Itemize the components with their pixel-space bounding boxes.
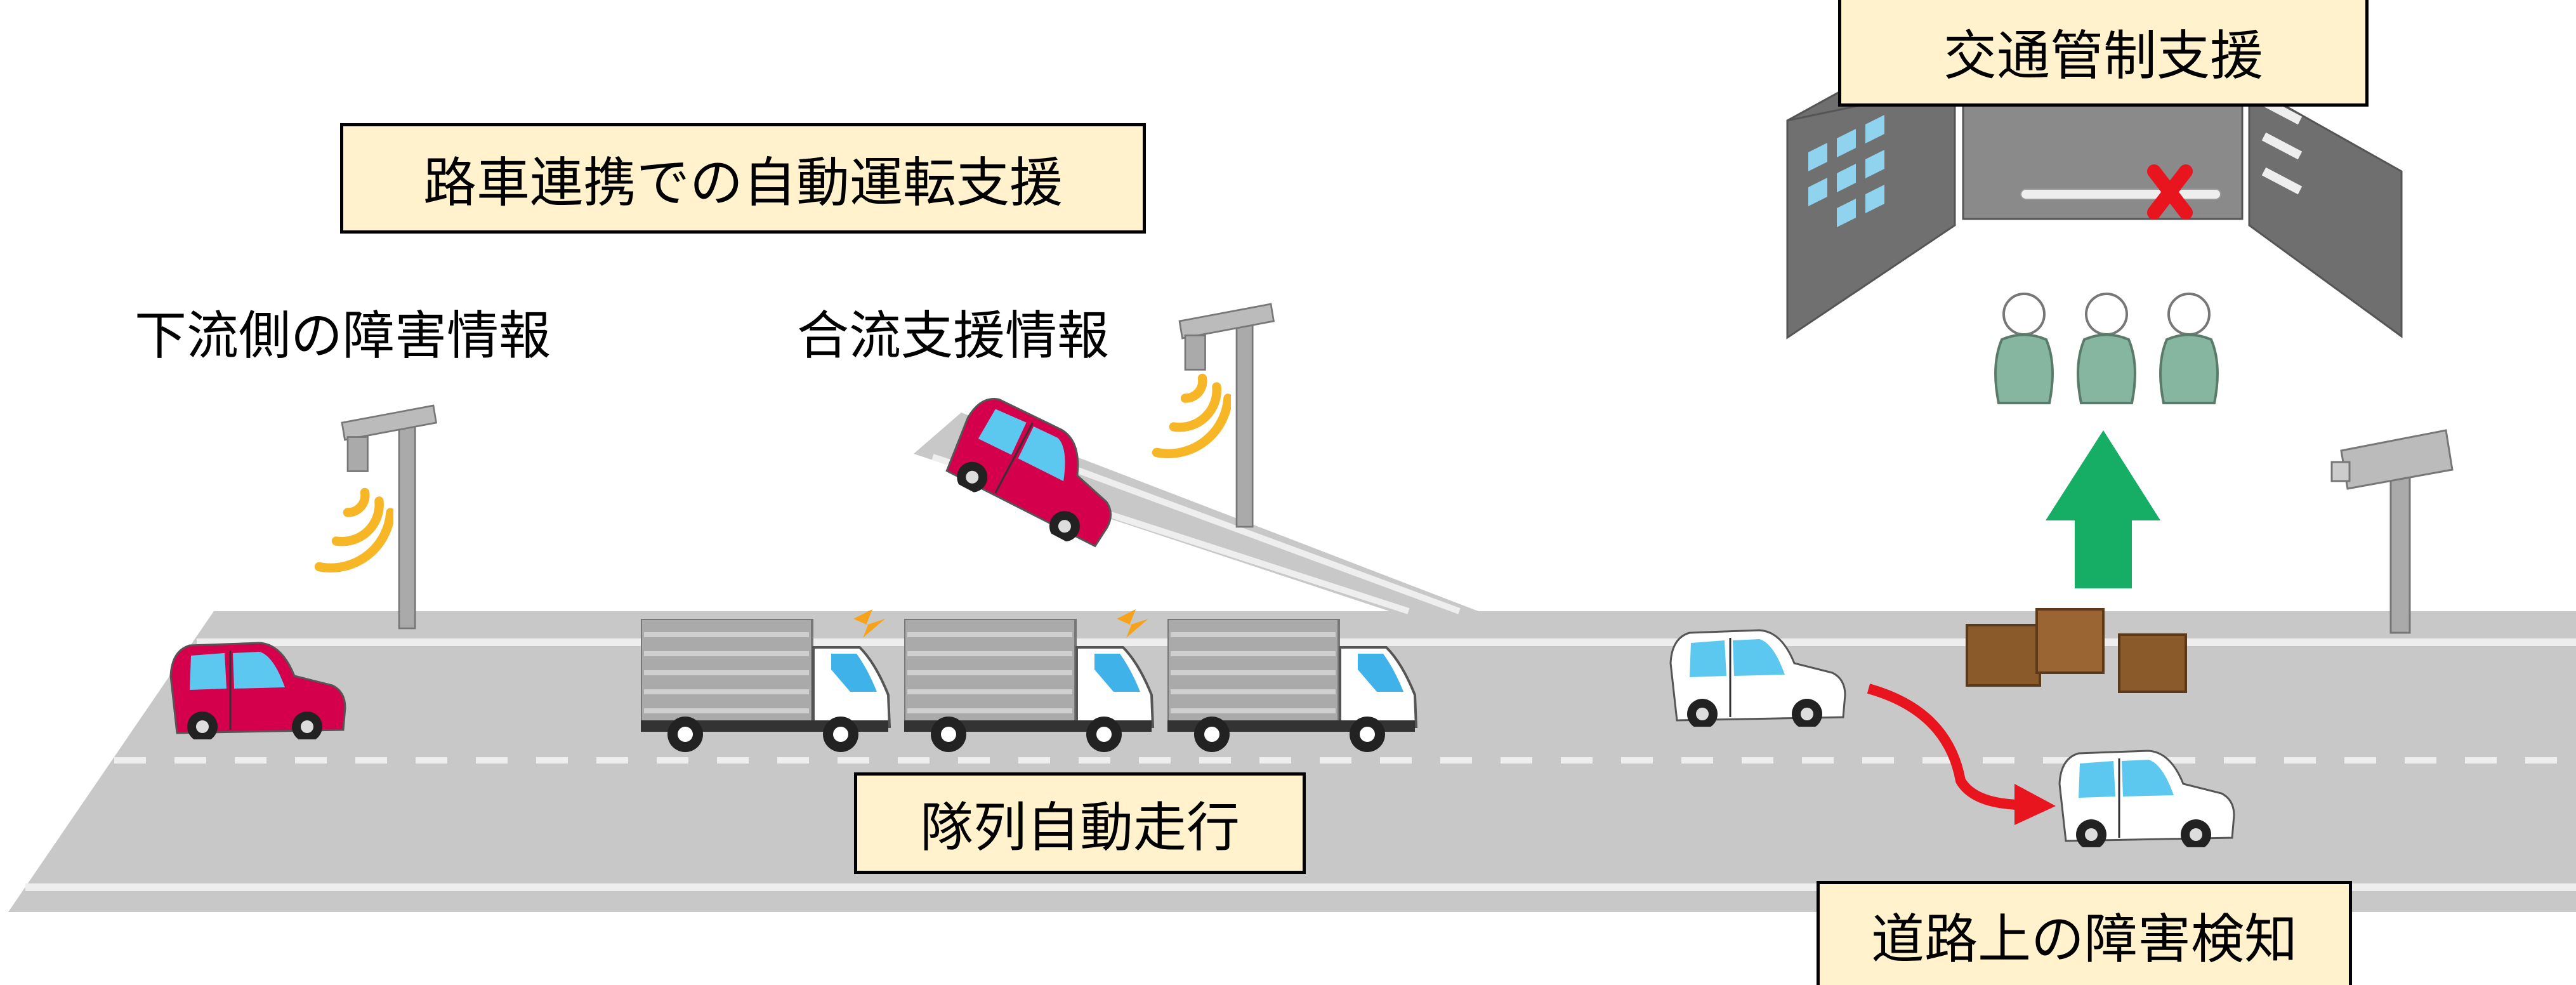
- upward-arrow-icon: [2046, 430, 2160, 588]
- wireless-signal-icon: [319, 492, 391, 568]
- operator-icon: [1994, 293, 2054, 404]
- traffic-control-title: 交通管制支援: [1838, 0, 2369, 107]
- roadside-cooperation-title: 路車連携での自動運転支援: [340, 123, 1146, 234]
- wireless-signal-icon: [1157, 378, 1228, 454]
- blocked-x-icon: [2147, 164, 2193, 220]
- vehicle-link-icon: [853, 609, 1148, 638]
- platooning-title: 隊列自動走行: [854, 772, 1306, 874]
- operator-icon: [2159, 293, 2219, 404]
- avoidance-arrow: [1867, 684, 2018, 810]
- road-camera-icon: [2330, 429, 2454, 634]
- downstream-obstacle-info-label: 下流側の障害情報: [135, 306, 551, 366]
- traffic-control-center: [1786, 79, 2403, 404]
- obstacle-detection-title: 道路上の障害検知: [1817, 881, 2352, 985]
- avoidance-arrowhead: [2014, 784, 2056, 825]
- right-display-panel: [2248, 84, 2403, 338]
- operator-icon: [2077, 293, 2136, 404]
- road-obstacle-boxes: [1966, 608, 2187, 693]
- merge-support-info-label: 合流支援情報: [797, 306, 1110, 366]
